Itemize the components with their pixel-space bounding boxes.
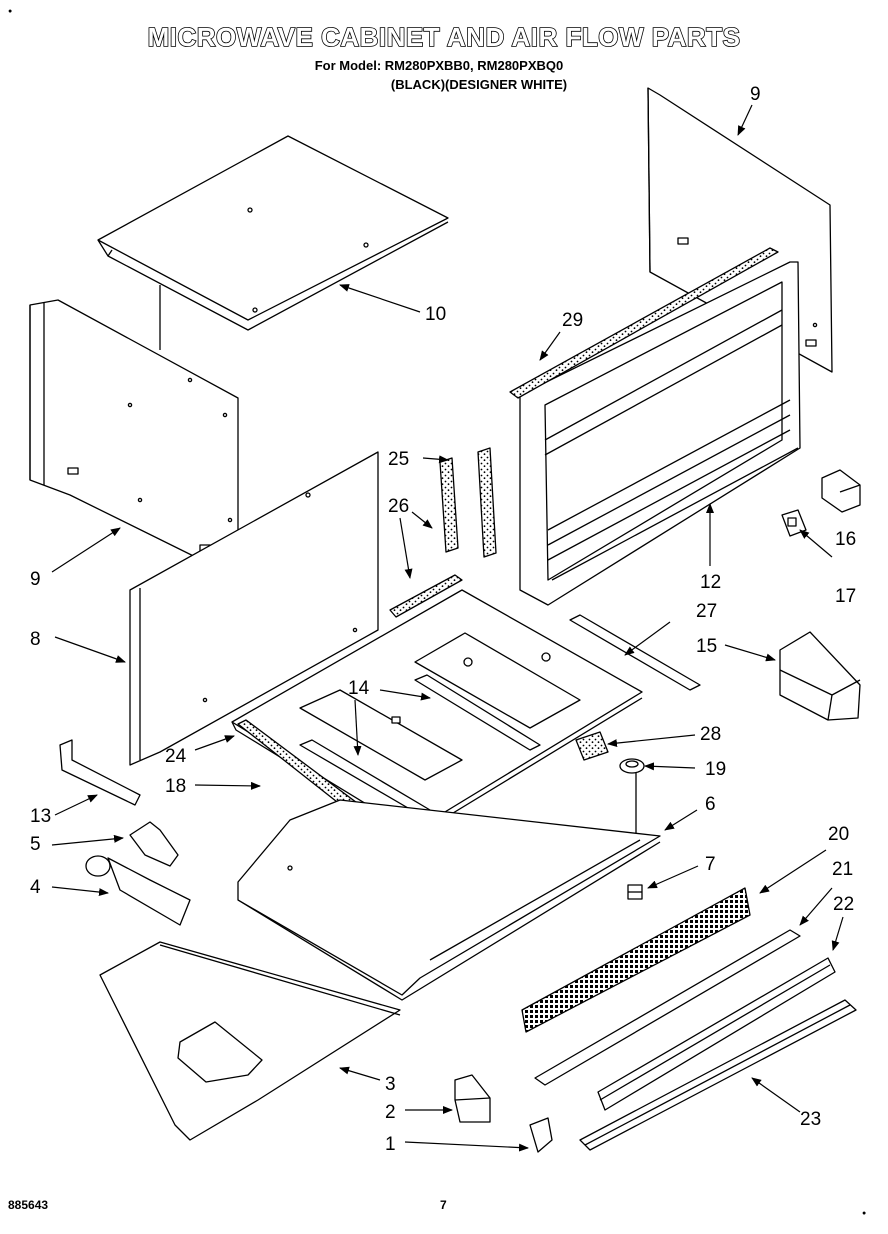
leader-26-a [411,511,433,529]
part-29-top-strip [509,247,779,399]
part-6-bottom-pan [237,799,661,1001]
callout-20: 20 [828,824,849,845]
leader-24 [194,735,235,751]
leader-25 [422,455,449,464]
callout-12: 12 [700,572,721,593]
part-26-foam-strip [389,574,463,618]
leader-7 [647,865,699,889]
leader-20 [759,849,827,894]
part-9-left-side-panel [29,299,239,579]
callout-9: 9 [750,84,761,105]
document-number: 885643 [8,1198,49,1212]
leader-1 [404,1141,529,1152]
part-19-grommet [619,758,645,840]
callout-29: 29 [562,310,583,331]
callout-7: 7 [705,854,716,875]
callout-18: 18 [165,776,186,797]
callout-8: 8 [30,629,41,650]
leader-21 [799,887,833,926]
page-title: MICROWAVE CABINET AND AIR FLOW PARTS [147,21,741,53]
corner-mark: ● [8,8,13,15]
callout-14: 14 [348,678,370,699]
part-16-block [821,469,861,513]
leader-23 [751,1077,801,1113]
part-12-front-frame [519,261,801,606]
leader-5 [51,834,124,846]
callout-15: 15 [696,636,717,657]
leader-4 [51,886,109,897]
part-4-duct [85,855,191,926]
leader-15 [724,644,776,662]
leader-18 [194,781,261,790]
callout-1: 1 [385,1134,396,1155]
leader-8 [54,636,126,663]
callout-6: 6 [705,794,716,815]
leader-17 [799,529,833,558]
callout-19: 19 [705,759,726,780]
leader-lines [51,104,844,1152]
leader-6 [664,809,698,831]
part-7-fastener [627,884,643,900]
part-13-bracket [59,739,141,806]
leader-14-b [353,699,362,756]
callout-25: 25 [388,449,409,470]
part-28-foam-block [575,731,609,761]
callout-22: 22 [833,894,854,915]
part-22-channel [597,957,836,1111]
part-21-strip [534,929,801,1086]
leader-9-left [51,527,121,573]
callout-3: 3 [385,1074,396,1095]
part-1-clip [529,1117,553,1153]
callout-23: 23 [800,1109,821,1130]
part-2-block [454,1074,491,1123]
callout-9: 9 [30,569,41,590]
part-10-top-panel [97,135,449,350]
leader-26-b [399,517,413,579]
callout-16: 16 [835,529,856,550]
model-line: For Model: RM280PXBB0, RM280PXBQ0 [0,58,888,73]
part-8-back-panel [129,451,379,766]
callout-21: 21 [832,859,853,880]
callout-13: 13 [30,806,51,827]
page-number: 7 [440,1198,447,1212]
leader-29 [539,331,561,361]
leader-3 [339,1066,381,1081]
callout-26: 26 [388,496,409,517]
callout-labels: 1234567899101213141516171819202122232425… [30,84,856,1155]
part-20-mesh [521,887,751,1033]
part-27-rail [569,614,701,691]
callout-17: 17 [835,586,856,607]
leader-14-a [379,689,431,701]
leader-28 [607,734,696,748]
part-23-channel [579,999,857,1151]
callout-24: 24 [165,746,187,767]
part-15-duct [779,631,861,721]
leader-22 [831,916,844,951]
callout-28: 28 [700,724,721,745]
leader-10 [339,284,421,313]
leader-13 [54,794,98,816]
leader-9-right [737,104,753,136]
color-line-text: (BLACK)(DESIGNER WHITE) [390,77,568,92]
color-line: (BLACK)(DESIGNER WHITE) [0,77,888,92]
part-25-foam-strips [439,447,497,558]
callout-27: 27 [696,601,717,622]
callout-10: 10 [425,304,446,325]
leader-19 [644,762,696,771]
callout-2: 2 [385,1102,396,1123]
model-line-text: For Model: RM280PXBB0, RM280PXBQ0 [314,58,564,73]
leader-27 [624,621,671,656]
corner-mark: ● [862,1210,867,1217]
part-3-bottom-plate [99,941,401,1141]
callout-4: 4 [30,877,41,898]
part-5-bracket [129,821,179,867]
callout-5: 5 [30,834,41,855]
